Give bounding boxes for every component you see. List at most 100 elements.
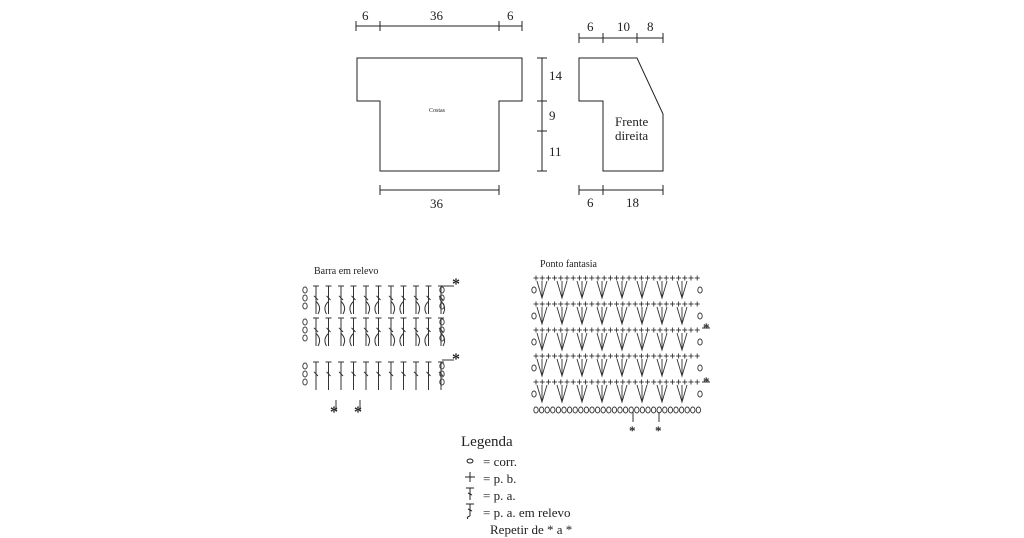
chain-stitch-symbol	[439, 318, 445, 326]
fan-stitch-symbol	[676, 280, 688, 300]
single-crochet-symbol	[607, 353, 613, 359]
fan-stitch-symbol	[656, 280, 668, 300]
fan-stitch-symbol	[536, 306, 548, 326]
single-crochet-symbol	[632, 275, 638, 281]
front-piece-label-line1: Frente	[615, 114, 649, 129]
back-piece-label: Costas	[429, 108, 446, 114]
chain-stitch-symbol	[439, 362, 445, 370]
fan-stitch-symbol	[536, 332, 548, 352]
single-crochet-symbol	[663, 327, 669, 333]
chain-stitch-symbol	[531, 312, 537, 320]
single-crochet-symbol	[583, 275, 589, 281]
double-crochet-symbol	[413, 317, 419, 346]
single-crochet-symbol	[669, 301, 675, 307]
single-crochet-symbol	[533, 275, 539, 281]
chain-stitch-symbol	[302, 326, 308, 334]
chain-stitch-symbol	[611, 406, 618, 414]
chain-stitch-symbol	[697, 390, 703, 398]
double-crochet-symbol	[363, 285, 369, 314]
dim-height-3: 11	[549, 144, 562, 159]
single-crochet-symbol	[694, 275, 700, 281]
single-crochet-symbol	[645, 301, 651, 307]
single-crochet-symbol	[539, 327, 545, 333]
single-crochet-symbol	[645, 275, 651, 281]
single-crochet-symbol	[651, 379, 657, 385]
relief-loop-symbol	[374, 301, 379, 315]
chain-stitch-symbol	[561, 406, 567, 414]
double-crochet-symbol	[413, 285, 419, 314]
single-crochet-symbol	[589, 379, 595, 385]
double-crochet-symbol	[400, 317, 407, 346]
fan-stitch-symbol	[576, 384, 588, 404]
dim-back-center: 36	[430, 8, 443, 23]
back-piece-outline	[356, 57, 523, 172]
relief-star-bottom-2: *	[354, 404, 362, 421]
single-crochet-symbol	[595, 301, 601, 307]
chain-stitch-symbol	[572, 406, 578, 414]
double-crochet-symbol	[325, 317, 332, 346]
front-piece-outline	[578, 57, 664, 172]
relief-loop-symbol	[424, 333, 429, 347]
relief-loop-symbol	[315, 301, 321, 315]
chain-stitch-symbol	[544, 406, 550, 414]
chain-stitch-symbol	[583, 406, 590, 414]
chain-stitch-symbol	[302, 286, 308, 294]
double-crochet-symbol	[363, 361, 369, 390]
single-crochet-symbol	[539, 353, 545, 359]
chain-stitch-symbol	[439, 302, 445, 310]
single-crochet-symbol	[601, 353, 607, 359]
single-crochet-symbol	[694, 353, 700, 359]
single-crochet-symbol	[545, 301, 551, 307]
single-crochet-symbol	[607, 379, 613, 385]
single-crochet-symbol	[651, 353, 657, 359]
relief-loop-symbol	[365, 301, 371, 315]
chain-stitch-symbol	[531, 286, 537, 294]
chain-stitch-symbol	[678, 406, 685, 414]
relief-chart-title: Barra em relevo	[314, 266, 379, 277]
single-crochet-symbol	[682, 275, 688, 281]
chain-stitch-symbol	[302, 302, 308, 310]
single-crochet-symbol	[545, 327, 551, 333]
fan-stitch-symbol	[676, 358, 688, 378]
chain-stitch-symbol	[634, 406, 640, 414]
single-crochet-symbol	[638, 353, 644, 359]
relief-loop-symbol	[349, 301, 354, 315]
chain-stitch-symbol	[697, 338, 703, 346]
double-crochet-symbol	[413, 361, 419, 390]
fan-stitch-symbol	[636, 358, 648, 378]
single-crochet-symbol	[564, 327, 570, 333]
double-crochet-symbol	[400, 285, 407, 314]
single-crochet-symbol	[694, 327, 700, 333]
single-crochet-symbol	[570, 327, 576, 333]
single-crochet-symbol	[558, 301, 564, 307]
single-crochet-symbol	[576, 379, 582, 385]
fan-stitch-symbol	[636, 384, 648, 404]
single-crochet-symbol	[601, 301, 607, 307]
chain-stitch-symbol	[695, 406, 702, 414]
fan-stitch-symbol	[636, 332, 648, 352]
fan-stitch-symbol	[676, 384, 688, 404]
chain-stitch-symbol	[622, 406, 629, 414]
single-crochet-symbol	[620, 327, 626, 333]
legend-item-relief-double-crochet-text: = p. a. em relevo	[483, 505, 571, 520]
single-crochet-symbol	[545, 275, 551, 281]
single-crochet-symbol	[682, 353, 688, 359]
single-crochet-symbol	[688, 275, 694, 281]
double-crochet-symbol	[388, 285, 394, 314]
single-crochet-symbol	[694, 301, 700, 307]
chain-stitch-symbol	[578, 406, 584, 414]
fan-stitch-symbol	[616, 384, 628, 404]
single-crochet-symbol	[657, 379, 663, 385]
double-crochet-symbol	[338, 285, 344, 314]
fan-stitch-symbol	[656, 384, 668, 404]
single-crochet-symbol	[663, 353, 669, 359]
chain-stitch-symbol	[533, 406, 539, 414]
fan-stitch-symbol	[636, 306, 648, 326]
fancy-star-right-1: *	[703, 320, 710, 335]
fan-stitch-symbol	[556, 332, 568, 352]
relief-star-right-1: *	[452, 276, 460, 293]
single-crochet-symbol	[688, 327, 694, 333]
relief-loop-symbol	[374, 333, 379, 347]
fan-stitch-symbol	[536, 358, 548, 378]
chain-stitch-symbol	[606, 406, 612, 414]
